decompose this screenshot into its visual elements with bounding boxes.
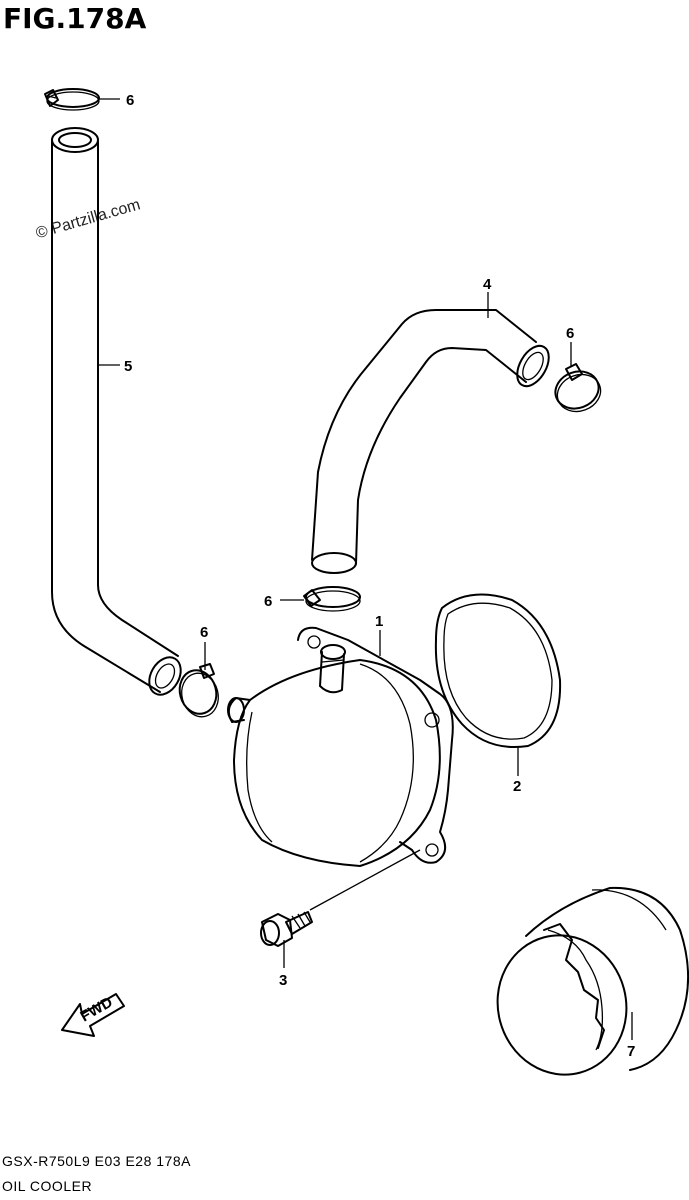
part-3-bolt[interactable]: [260, 849, 421, 947]
callout-6-middle: 6: [264, 593, 272, 610]
callout-6-right: 6: [566, 325, 574, 342]
part-2-o-ring[interactable]: [434, 593, 562, 748]
callout-6-top: 6: [126, 92, 134, 109]
part-4-hose[interactable]: [311, 309, 555, 574]
fwd-arrow-icon: FWD: [61, 993, 125, 1037]
callout-6-left: 6: [200, 624, 208, 641]
callout-7: 7: [627, 1043, 635, 1060]
part-6-clamp-top[interactable]: [44, 88, 100, 111]
callout-leaders: [98, 98, 633, 1040]
part-1-oil-cooler[interactable]: [227, 626, 454, 867]
callout-1: 1: [375, 613, 383, 630]
part-6-clamp-left[interactable]: [175, 663, 223, 721]
model-code: GSX-R750L9 E03 E28 178A: [2, 1153, 191, 1169]
figure-title: FIG.178A: [3, 2, 147, 35]
part-6-clamp-middle[interactable]: [303, 586, 361, 612]
section-name: OIL COOLER: [2, 1178, 93, 1194]
part-6-clamp-right[interactable]: [550, 363, 606, 417]
part-5-hose[interactable]: [51, 127, 187, 700]
callout-3: 3: [279, 972, 287, 989]
callout-4: 4: [483, 276, 492, 293]
callout-5: 5: [124, 358, 132, 375]
part-7-oil-filter[interactable]: [482, 886, 689, 1089]
callout-2: 2: [513, 778, 521, 795]
